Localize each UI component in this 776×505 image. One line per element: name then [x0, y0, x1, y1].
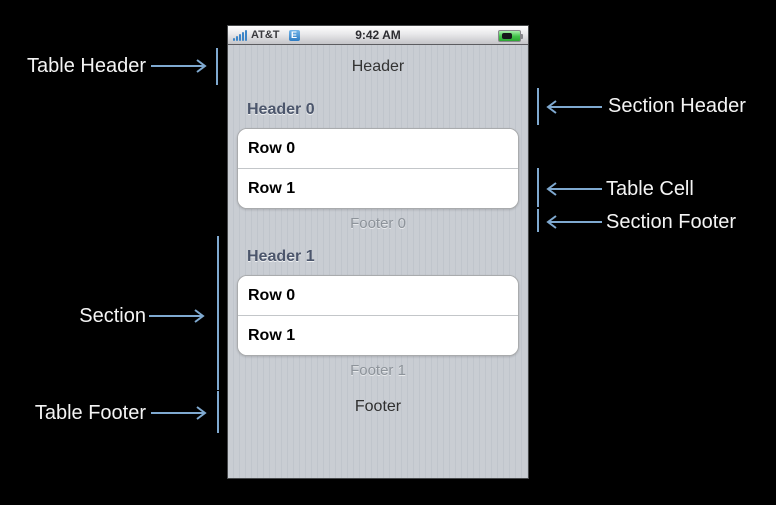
callout-section: Section [79, 305, 146, 327]
arrow-right-icon [149, 309, 205, 323]
bracket-table-header [216, 48, 218, 85]
section-0-group: Row 0 Row 1 [237, 128, 519, 209]
section-1-group: Row 0 Row 1 [237, 275, 519, 356]
bracket-section [217, 236, 219, 390]
callout-section-header: Section Header [608, 95, 746, 117]
callout-table-header: Table Header [27, 55, 146, 77]
bracket-table-cell [537, 168, 539, 207]
edge-network-icon: E [288, 29, 300, 41]
callout-table-footer: Table Footer [34, 402, 146, 424]
signal-strength-icon [233, 29, 247, 41]
table-header-view: Header [351, 58, 405, 75]
iphone-screen: AT&T E 9:42 AM Header Header 0 Row 0 Row… [228, 26, 528, 478]
clock-label: 9:42 AM [355, 28, 401, 42]
table-row[interactable]: Row 1 [238, 315, 518, 355]
arrow-left-icon [546, 100, 602, 114]
section-0-header: Header 0 [247, 101, 315, 118]
battery-icon [498, 30, 523, 42]
bracket-section-header [537, 88, 539, 125]
callout-section-footer: Section Footer [606, 211, 737, 233]
table-row[interactable]: Row 0 [238, 276, 518, 315]
bracket-section-footer [537, 209, 539, 232]
bracket-table-footer [217, 391, 219, 433]
table-row[interactable]: Row 0 [238, 129, 518, 168]
table-footer-view: Footer [354, 398, 402, 415]
arrow-left-icon [546, 182, 602, 196]
arrow-right-icon [151, 406, 207, 420]
grouped-table-view: Header Header 0 Row 0 Row 1 Footer 0 Hea… [228, 45, 528, 478]
callout-table-cell: Table Cell [606, 178, 694, 200]
carrier-label: AT&T [251, 29, 280, 41]
table-row[interactable]: Row 1 [238, 168, 518, 208]
section-1-header: Header 1 [247, 248, 315, 265]
arrow-right-icon [151, 59, 207, 73]
section-0-footer: Footer 0 [350, 215, 406, 232]
arrow-left-icon [546, 215, 602, 229]
section-1-footer: Footer 1 [350, 362, 406, 379]
status-bar: AT&T E 9:42 AM [228, 26, 528, 45]
